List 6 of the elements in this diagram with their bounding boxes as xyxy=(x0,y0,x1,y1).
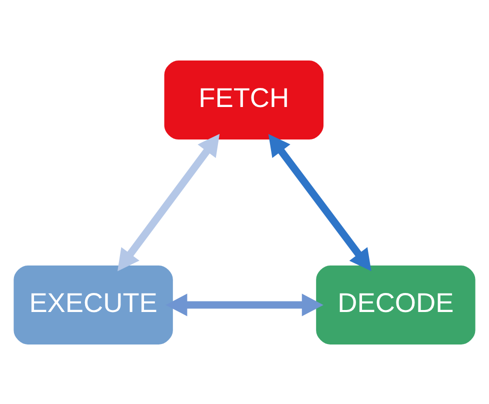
node-box: EXECUTE xyxy=(12,264,174,346)
arrow xyxy=(268,133,372,271)
arrow xyxy=(117,133,220,271)
node-box: DECODE xyxy=(314,264,477,346)
arrow xyxy=(166,293,324,316)
node-box: FETCH xyxy=(163,58,325,140)
